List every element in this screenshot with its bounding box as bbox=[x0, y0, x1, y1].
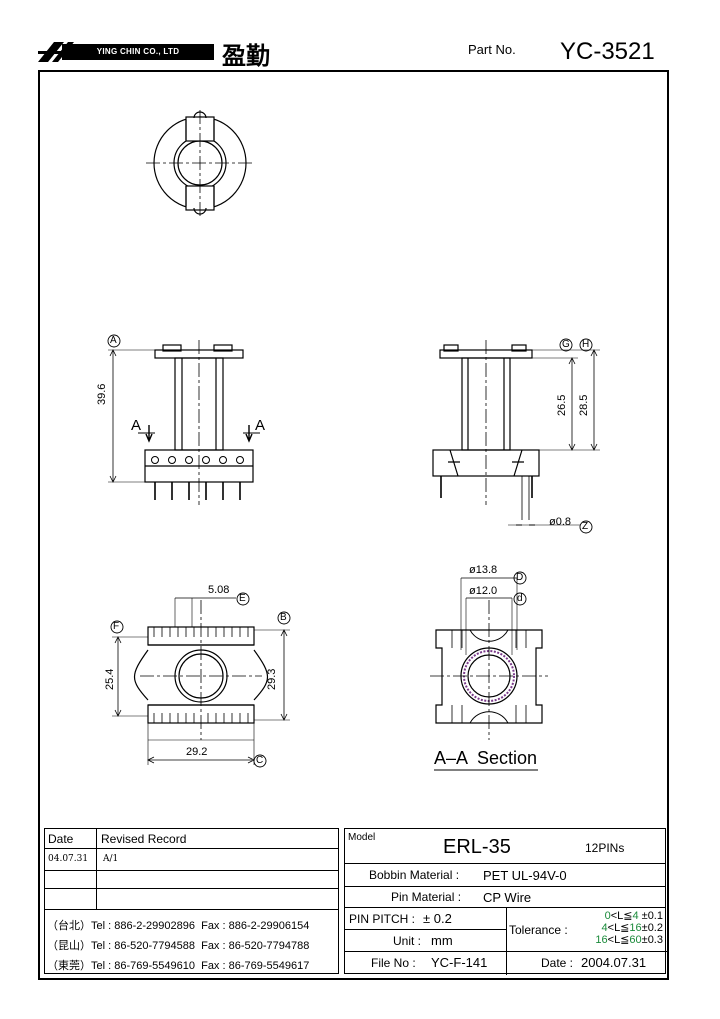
model-label: Model bbox=[348, 832, 376, 843]
bobbin-material: PET UL-94V-0 bbox=[483, 868, 567, 883]
dim-29-3: 29.3 bbox=[266, 668, 278, 690]
unit-value: mm bbox=[431, 933, 453, 948]
dim-pin-dia: ø0.8 bbox=[549, 516, 572, 528]
pin-material-label: Pin Material : bbox=[391, 890, 462, 904]
rec-row bbox=[45, 871, 338, 889]
front-view bbox=[108, 340, 260, 505]
file-no-label: File No : bbox=[371, 956, 416, 970]
dim-28-5: 28.5 bbox=[578, 394, 590, 416]
dim-26-5: 26.5 bbox=[556, 394, 568, 416]
unit-label: Unit : bbox=[393, 934, 422, 948]
rec-row: 04.07.31 A/1 bbox=[45, 849, 338, 871]
rec-row bbox=[45, 889, 338, 910]
pin-count: 12PINs bbox=[585, 841, 625, 855]
section-title: A–A Section bbox=[434, 748, 538, 768]
rec-record-header: Revised Record bbox=[101, 832, 187, 846]
callout-h: H bbox=[582, 339, 590, 350]
model-value: ERL-35 bbox=[443, 836, 511, 858]
dim-height: 39.6 bbox=[96, 383, 108, 405]
dim-pitch: 5.08 bbox=[208, 584, 230, 596]
dim-25-4: 25.4 bbox=[104, 668, 116, 690]
tolerance-table: 0<L≦4 ±0.1 4<L≦16±0.2 16<L≦60±0.3 bbox=[595, 910, 663, 946]
contact-taipei: （台北）Tel : 886-2-29902896 Fax : 886-2-299… bbox=[47, 920, 310, 932]
pitch-value: ± 0.2 bbox=[423, 911, 452, 926]
callout-a-top: A bbox=[110, 335, 117, 346]
tolerance-label: Tolerance : bbox=[509, 923, 568, 937]
date-label: Date : bbox=[541, 956, 574, 970]
callout-f: F bbox=[113, 621, 120, 632]
revision-record: Date Revised Record 04.07.31 A/1 （台北）Tel… bbox=[44, 828, 339, 974]
contact-dongguan: （東莞）Tel : 86-769-5549610 Fax : 86-769-55… bbox=[47, 960, 310, 972]
section-view bbox=[430, 577, 548, 771]
drawing-frame bbox=[38, 70, 669, 980]
callout-b: B bbox=[280, 612, 287, 623]
top-view bbox=[146, 110, 254, 216]
brand-name-en: YING CHIN CO., LTD bbox=[62, 44, 214, 60]
callout-g: G bbox=[562, 339, 570, 350]
dim-29-2: 29.2 bbox=[186, 746, 208, 758]
pitch-label: PIN PITCH : bbox=[349, 912, 416, 926]
brand-name-cn: 盈勤 bbox=[222, 41, 270, 70]
pin-material: CP Wire bbox=[483, 890, 532, 905]
callout-c: C bbox=[256, 755, 264, 766]
file-no: YC-F-141 bbox=[431, 955, 488, 970]
contact-kunshan: （昆山）Tel : 86-520-7794588 Fax : 86-520-77… bbox=[47, 940, 310, 952]
drawing-date: 2004.07.31 bbox=[581, 955, 647, 970]
side-view bbox=[432, 340, 600, 526]
rec-date-header: Date bbox=[48, 832, 74, 846]
bottom-view bbox=[112, 597, 290, 765]
callout-d-lower: d bbox=[517, 593, 523, 604]
dim-13-8: ø13.8 bbox=[469, 564, 498, 576]
title-block: Model ERL-35 12PINs Bobbin Material : PE… bbox=[344, 828, 667, 975]
section-arrow-right: A bbox=[255, 417, 266, 434]
part-no-value: YC-3521 bbox=[560, 38, 655, 65]
callout-d-upper: D bbox=[516, 572, 524, 583]
bobbin-material-label: Bobbin Material : bbox=[369, 868, 460, 882]
callout-z: Z bbox=[582, 521, 589, 532]
section-arrow-left: A bbox=[131, 417, 142, 434]
part-no-label: Part No. bbox=[468, 42, 516, 57]
callout-e: E bbox=[239, 593, 246, 604]
dim-12-0: ø12.0 bbox=[469, 585, 498, 597]
